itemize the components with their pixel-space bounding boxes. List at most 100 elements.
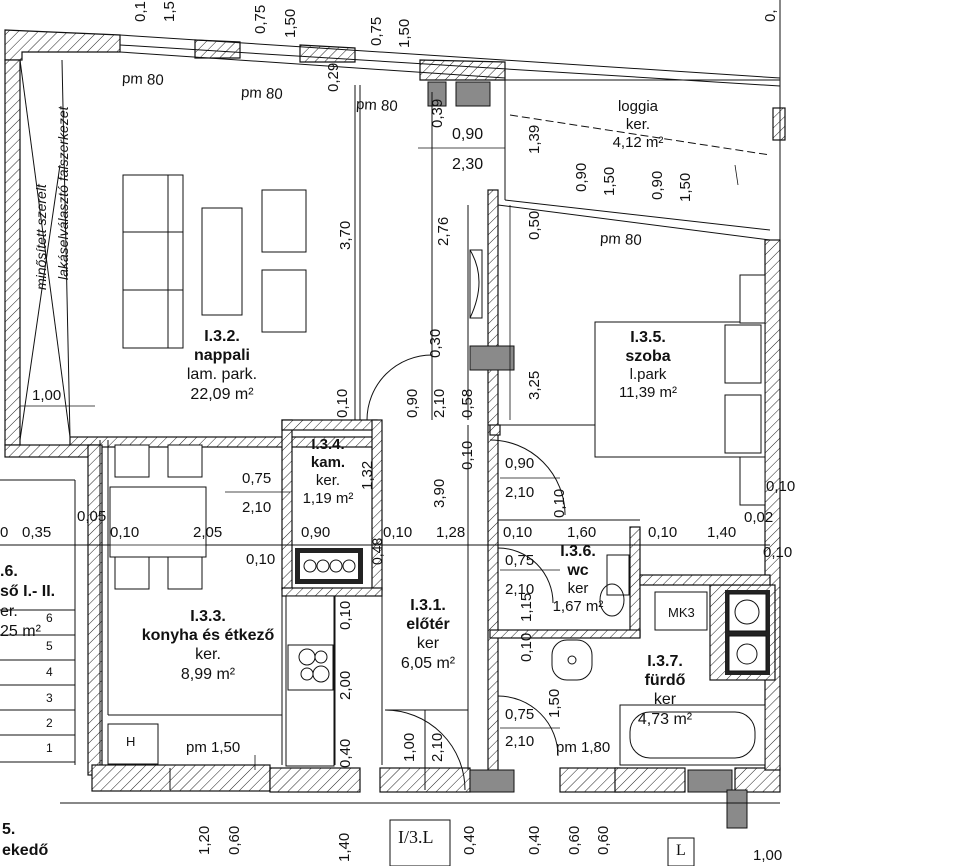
parapet-label: pm 80 (355, 95, 399, 116)
dim-label: 0,75 (242, 470, 272, 487)
room-floor: lam. park. (186, 366, 258, 384)
dim-label: 0,75 (368, 16, 385, 46)
room-name: loggia (617, 98, 659, 115)
dim-label: 0,75 (505, 552, 535, 569)
dim-label: 0,90 (301, 524, 331, 541)
stair-step: 1 (46, 741, 53, 755)
room-konyha: I.3.3. konyha és étkező ker. 8,99 m² (142, 607, 275, 684)
dim-label: 1,39 (526, 124, 543, 154)
room-eloter: I.3.1. előtér ker 6,05 m² (401, 596, 455, 673)
fixture-mk-label: MK3 (668, 605, 695, 620)
room-area: 4,73 m² (637, 710, 693, 728)
dim-label: 0,1 (132, 1, 149, 22)
dim-label: 1,50 (601, 166, 618, 196)
room-area: 8,99 m² (180, 665, 236, 683)
dim-label: 2,10 (505, 733, 535, 750)
parapet-label: pm 80 (240, 83, 284, 104)
dim-label: 3,70 (337, 220, 354, 250)
dim-label: 0,10 (337, 600, 354, 630)
room-area: 1,19 m² (302, 490, 354, 507)
dim-label: 0,10 (110, 524, 140, 541)
dim-label: 0,90 (649, 170, 666, 200)
dim-label: 0,10 (459, 440, 476, 470)
room-name: konyha és étkező (141, 627, 275, 645)
room-nappali: I.3.2. nappali lam. park. 22,09 m² (187, 327, 257, 404)
dim-label: 0,50 (526, 210, 543, 240)
room-code: I.3.2. (204, 328, 240, 345)
dim-label: 2,10 (242, 499, 272, 516)
dim-label: 1,00 (32, 387, 62, 404)
room-floor: ker. (625, 116, 651, 133)
room-code: I.3.4. (311, 436, 345, 453)
room-floor: l.park (629, 366, 667, 384)
room-area: 6,05 m² (400, 654, 456, 672)
room-szoba: I.3.5. szoba l.park 11,39 m² (619, 328, 677, 402)
room-floor: ker. (315, 472, 341, 489)
dim-label: 1,50 (396, 18, 413, 48)
dim-label: 0,39 (429, 98, 446, 128)
dim-label: 1,60 (567, 524, 597, 541)
dim-label: 1,50 (677, 172, 694, 202)
wall-note-2: lakáselválasztó falszerkezet (55, 106, 71, 280)
room-code: I.3.5. (630, 329, 666, 346)
dim-label: 2,05 (193, 524, 223, 541)
dim-label: 1,5 (161, 1, 178, 22)
dim-label: 0,40 (526, 825, 543, 855)
room-area: 4,12 m² (612, 134, 664, 151)
stair-step: 3 (46, 691, 53, 705)
stair-step: 4 (46, 665, 53, 679)
room-name: előtér (406, 616, 450, 634)
dim-label: 0,30 (427, 328, 444, 358)
sofa (122, 174, 184, 349)
walls (4, 29, 786, 793)
dim-label: 0,60 (226, 825, 243, 855)
room-floor: ker (567, 580, 589, 598)
dim-label: 0,48 (369, 537, 385, 565)
dim-label: 1,40 (336, 832, 353, 862)
dim-label: 0,58 (459, 388, 476, 418)
dim-label: 3,25 (526, 370, 543, 400)
unit-label-partial: L (676, 842, 686, 859)
dim-label: 2,76 (435, 216, 452, 246)
room-floor: ker (653, 691, 677, 709)
dim-label: 1,40 (707, 524, 737, 541)
dim-label: 0,60 (595, 825, 612, 855)
dim-label: 0,10 (551, 488, 568, 518)
room-area: 11,39 m² (618, 384, 678, 402)
dim-label: 1,50 (282, 8, 299, 38)
fixture-h-label: H (126, 734, 136, 749)
parapet-label: pm 80 (121, 69, 165, 90)
dim-label: 3,90 (431, 478, 448, 508)
room-wc: I.3.6. wc ker 1,67 m² (553, 542, 604, 616)
dim-label: 2,10 (431, 388, 448, 418)
parapet-label: pm 1,50 (186, 739, 241, 756)
room-code: .6. (0, 563, 18, 580)
stair-step: 6 (46, 611, 53, 625)
dim-label: 1,15 (518, 592, 535, 622)
room-floor: ker (416, 635, 440, 653)
dim-label: 0,90 (404, 388, 421, 418)
dim-label: 0,10 (246, 551, 276, 568)
dim-label: 1,20 (196, 825, 213, 855)
room-name: szoba (625, 348, 671, 366)
parapet-label: pm 1,80 (556, 739, 611, 756)
room-stair-partial: .6. ső I.- II. er. 25 m² (0, 562, 55, 642)
dim-label: 0,75 (252, 4, 269, 34)
room-kamra: I.3.4. kam. ker. 1,19 m² (303, 436, 354, 508)
dim-label: 0,10 (503, 524, 533, 541)
dim-label: 0,35 (22, 524, 52, 541)
room-code: I.3.7. (647, 653, 683, 670)
dim-label: 1,28 (436, 524, 466, 541)
dim-label: 0,90 (505, 455, 535, 472)
dim-label: 0,10 (763, 544, 793, 561)
room-code: I.3.1. (410, 597, 446, 614)
dim-label: 0,29 (325, 62, 342, 92)
dim-label: 0,05 (77, 508, 107, 525)
room-area: 22,09 m² (190, 385, 254, 403)
room-name: kam. (310, 454, 346, 471)
dim-label: 2,10 (505, 581, 535, 598)
dim-label: 2,10 (429, 732, 446, 762)
dim-label: 0, (762, 9, 779, 22)
dim-label: 2,00 (337, 670, 354, 700)
